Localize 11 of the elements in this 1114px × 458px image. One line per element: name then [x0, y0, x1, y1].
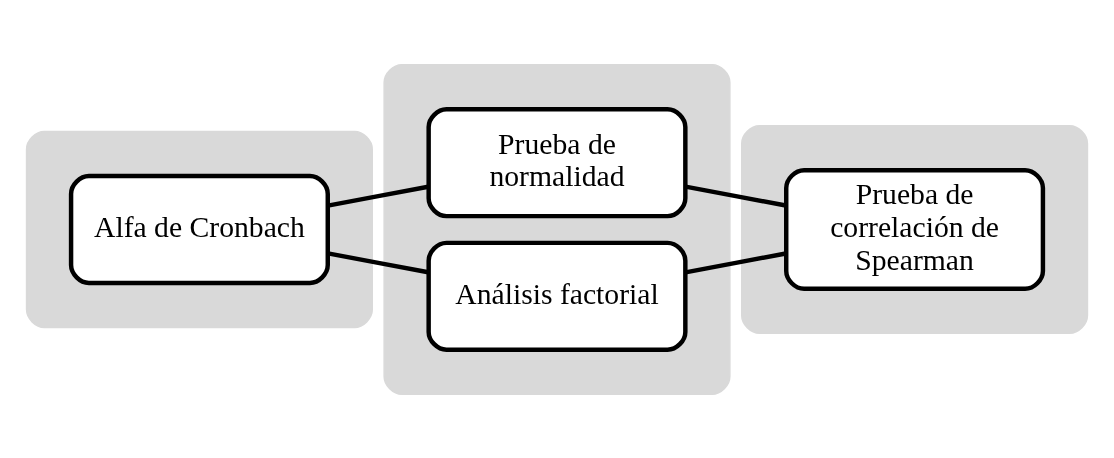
- cluster: [25, 130, 373, 328]
- cluster: [741, 124, 1089, 334]
- node-box: Análisis factorial: [426, 240, 688, 352]
- node-box: Alfa de Cronbach: [68, 173, 330, 285]
- connector: [685, 250, 787, 275]
- connector: [685, 183, 787, 208]
- node-box: Prueba de correlación de Spearman: [784, 167, 1046, 291]
- connector: [327, 184, 429, 208]
- node-box: Prueba de normalidad: [426, 106, 688, 218]
- cluster: [383, 63, 731, 395]
- connector: [327, 250, 429, 274]
